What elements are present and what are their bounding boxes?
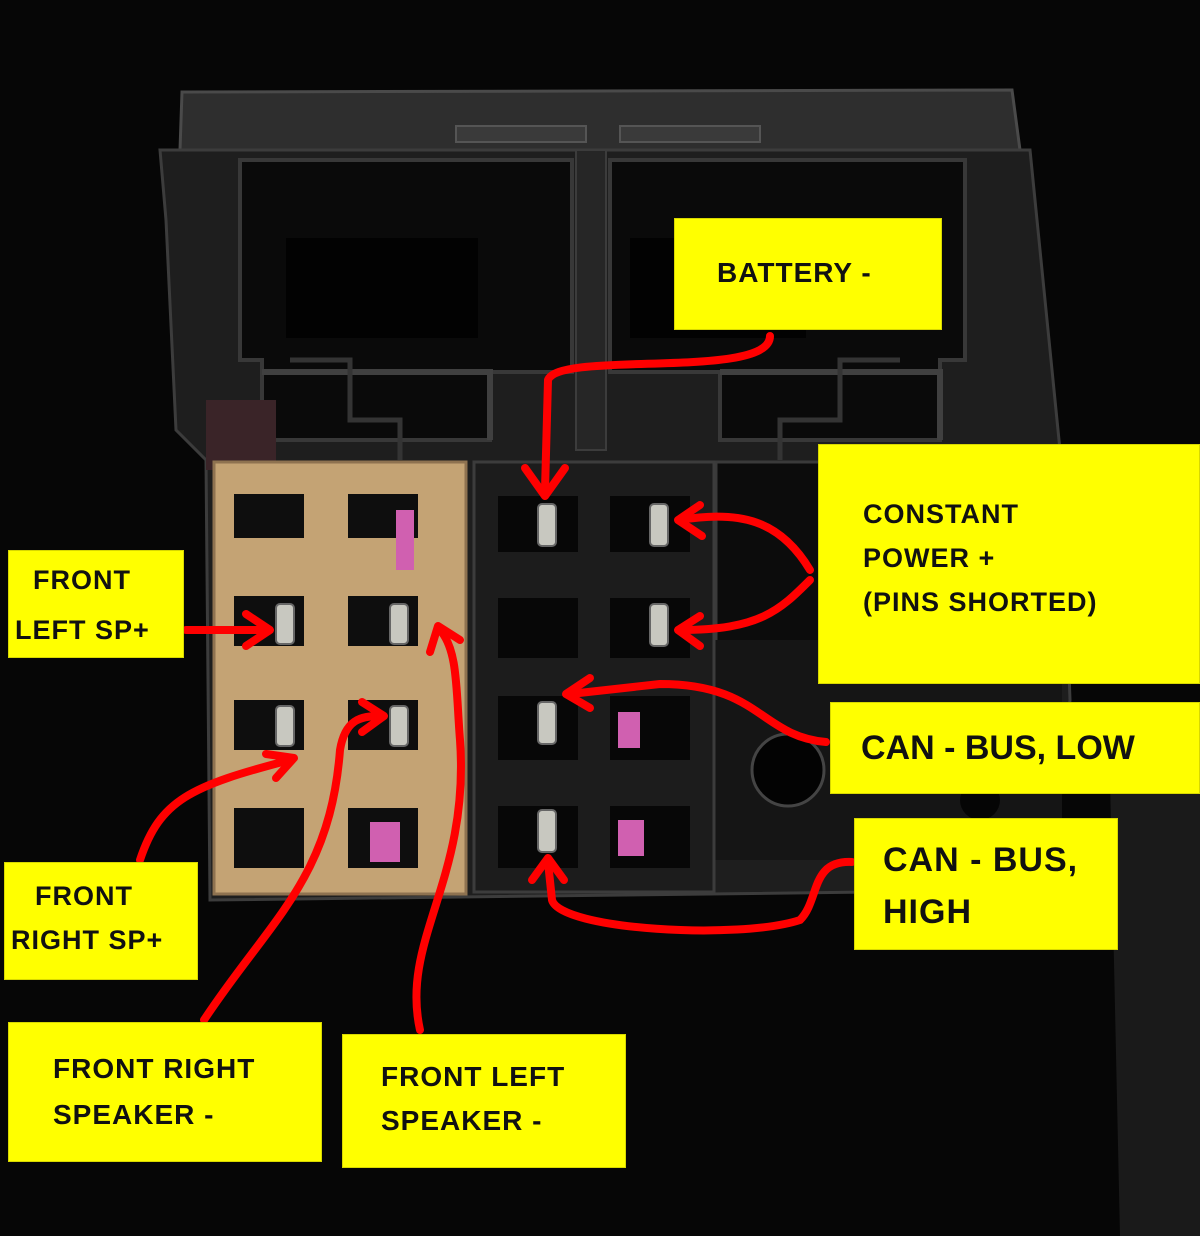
label-front-left-speaker-line2: SPEAKER - (381, 1105, 543, 1136)
label-front-right-sp-plus-line1: FRONT (35, 881, 133, 911)
label-battery-text: BATTERY - (717, 257, 872, 288)
label-can-bus-low: CAN - BUS, LOW (830, 702, 1200, 794)
label-front-left-sp-plus-line2: LEFT SP+ (15, 615, 150, 645)
label-constant-power-line2: POWER + (863, 543, 996, 573)
label-can-bus-low-text: CAN - BUS, LOW (861, 729, 1135, 767)
label-constant-power-line3: (PINS SHORTED) (863, 587, 1098, 617)
label-front-right-sp-plus-line2: RIGHT SP+ (11, 925, 164, 955)
left-pin-block (212, 460, 468, 896)
label-front-left-speaker-line1: FRONT LEFT (381, 1061, 566, 1092)
label-constant-power: CONSTANT POWER + (PINS SHORTED) (818, 444, 1200, 684)
label-can-bus-high: CAN - BUS, HIGH (854, 818, 1118, 950)
label-front-right-sp-plus: FRONT RIGHT SP+ (4, 862, 198, 980)
label-front-right-speaker-line1: FRONT RIGHT (53, 1053, 256, 1084)
label-front-right-speaker-line2: SPEAKER - (53, 1099, 215, 1130)
label-front-right-speaker-negative: FRONT RIGHT SPEAKER - (8, 1022, 322, 1162)
label-front-left-sp-plus-line1: FRONT (33, 565, 131, 595)
right-pin-block (472, 460, 716, 894)
label-battery-negative: BATTERY - (674, 218, 942, 330)
label-can-bus-high-line1: CAN - BUS, (883, 841, 1079, 879)
label-front-left-speaker-negative: FRONT LEFT SPEAKER - (342, 1034, 626, 1168)
label-front-left-sp-plus: FRONT LEFT SP+ (8, 550, 184, 658)
label-constant-power-line1: CONSTANT (863, 499, 1019, 529)
label-can-bus-high-line2: HIGH (883, 893, 972, 931)
connector-top-cap (178, 88, 1022, 152)
